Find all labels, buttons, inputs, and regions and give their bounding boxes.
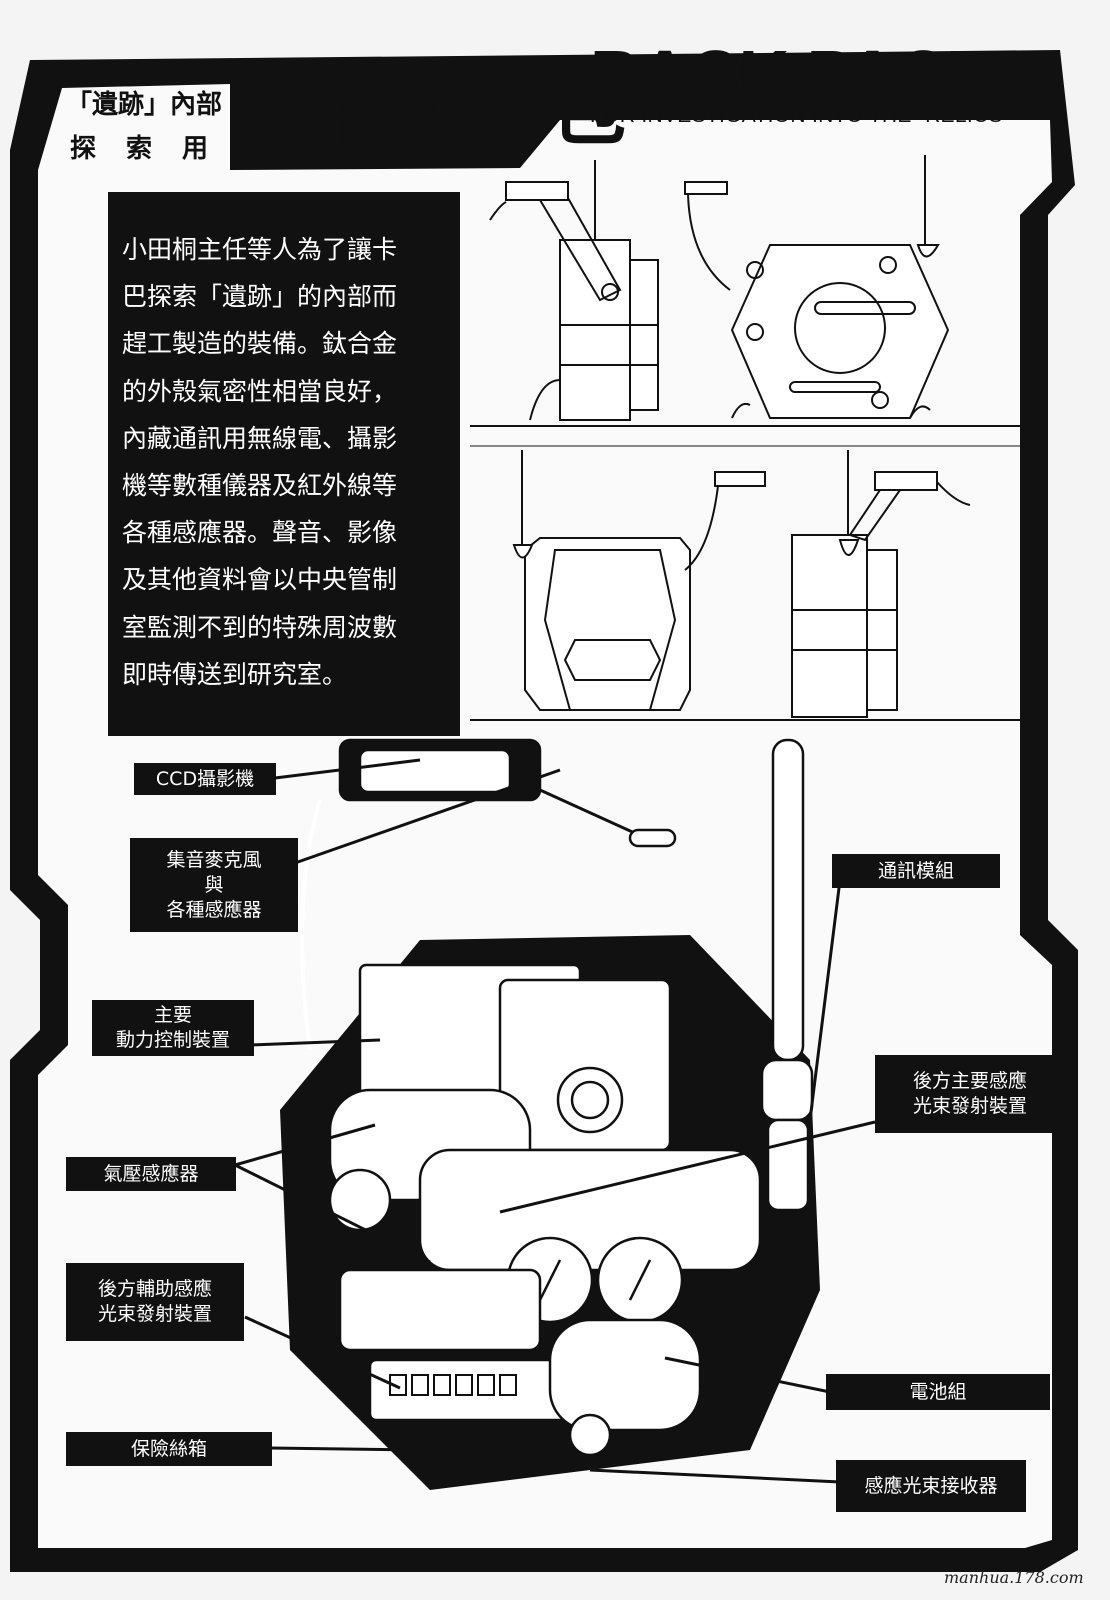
label-air-pressure-sensor: 氣壓感應器 [66, 1157, 236, 1191]
label-main-power-control: 主要 動力控制裝置 [92, 1000, 254, 1056]
label-fuse-box: 保險絲箱 [66, 1432, 272, 1466]
label-sensor-beam-receiver: 感應光束接收器 [836, 1460, 1026, 1512]
header-subtitle-line2: 探 索 用 [70, 134, 211, 164]
label-rear-main-sensor-emitter: 後方主要感應 光束發射裝置 [875, 1055, 1065, 1133]
label-battery-pack: 電池組 [826, 1374, 1050, 1410]
label-microphone-sensors: 集音麥克風 與 各種感應器 [130, 838, 298, 932]
header-subtitle-line1: 「遺跡」內部 [66, 90, 223, 120]
description-text: 小田桐主任等人為了讓卡 巴探索「遺跡」的內部而 趕工製造的裝備。鈦合金 的外殼氣… [122, 235, 398, 689]
backpack-orthographic-views [470, 155, 1025, 721]
label-comm-module: 通訊模組 [832, 854, 1000, 888]
description-box [108, 192, 460, 736]
label-ccd-camera: CCD攝影機 [134, 763, 276, 795]
page-title: 後揹式背包 [232, 66, 628, 156]
backpack-cutaway-illustration [280, 738, 820, 1490]
watermark: manhua.178.com [944, 1568, 1084, 1587]
english-subtitle: FOR INVESTIGATION INTO THE ”RELICS” [590, 104, 1011, 127]
label-rear-aux-sensor-emitter: 後方輔助感應 光束發射裝置 [66, 1263, 244, 1341]
english-title: BACK PACK [590, 36, 997, 114]
